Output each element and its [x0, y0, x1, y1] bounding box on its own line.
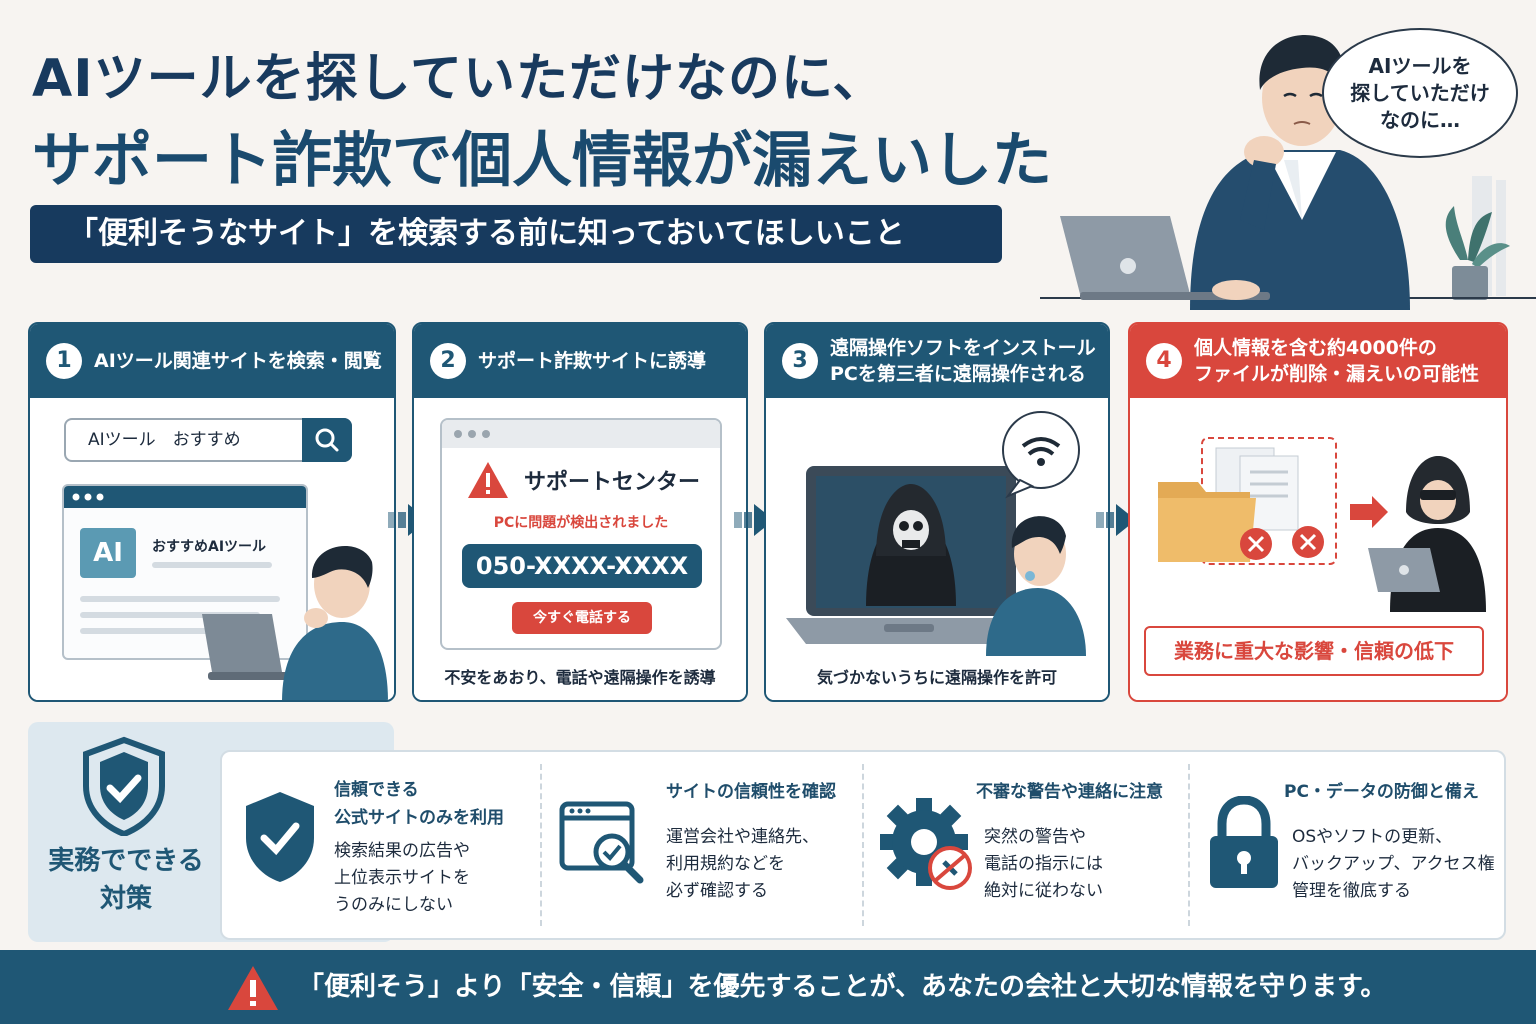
- window-dots-icon: [454, 430, 490, 438]
- measure-text: 突然の警告や 電話の指示には 絶対に従わない: [984, 827, 1103, 901]
- step-header: 1 AIツール関連サイトを検索・閲覧: [30, 324, 394, 398]
- impact-banner: 業務に重大な影響・信頼の低下: [1144, 626, 1484, 676]
- page-title-line2: サポート詐欺で個人情報が漏えいした: [32, 126, 1052, 196]
- measure-title: PC・データの防御と備え: [1284, 782, 1479, 802]
- data-theft-illustration: [1158, 437, 1486, 612]
- measure-title: サイトの信頼性を確認: [666, 782, 836, 802]
- step-number: 3: [782, 343, 818, 379]
- shield-check-icon: [83, 736, 165, 836]
- step-number: 2: [430, 343, 466, 379]
- footer-message: 「便利そう」より「安全・信頼」を優先することが、あなたの会社と大切な情報を守りま…: [298, 972, 1387, 1002]
- worried-businessman-illustration: [1040, 34, 1536, 310]
- measure-title: 不審な警告や連絡に注意: [976, 782, 1163, 802]
- ai-tool-label: おすすめAIツール: [152, 539, 267, 555]
- popup-warning-text: PCに問題が検出されました: [493, 515, 669, 531]
- measure-item-official-sites: 信頼できる 公式サイトのみを利用 検索結果の広告や 上位表示サイトを うのみにし…: [222, 752, 540, 938]
- search-button[interactable]: [302, 418, 352, 462]
- warning-icon: [228, 966, 278, 1010]
- step-title: 個人情報を含む約4000件の ファイルが削除・漏えいの可能性: [1194, 337, 1480, 385]
- arrow-right-icon: [1096, 504, 1136, 536]
- popup-titlebar: [442, 420, 720, 448]
- measure-text: OSやソフトの更新、 バックアップ、アクセス権 管理を徹底する: [1292, 827, 1495, 901]
- ai-tool-tile: AI: [80, 528, 136, 578]
- call-now-button[interactable]: 今すぐ電話する: [512, 602, 652, 634]
- hacked-laptop-illustration: [786, 411, 1086, 656]
- popup-title: サポートセンター: [524, 470, 701, 495]
- step-card-1: 1 AIツール関連サイトを検索・閲覧 AIツール おすすめ AI おすすめAIツ…: [28, 322, 396, 702]
- measure-item-pc-protection: PC・データの防御と備え OSやソフトの更新、 バックアップ、アクセス権 管理を…: [1190, 752, 1504, 938]
- step-number: 1: [46, 343, 82, 379]
- step-title: サポート詐欺サイトに誘導: [478, 350, 707, 372]
- measure-title: 信頼できる 公式サイトのみを利用: [334, 780, 504, 828]
- step-title: AIツール関連サイトを検索・閲覧: [94, 350, 382, 372]
- padlock-icon: [1210, 796, 1278, 888]
- browser-titlebar: [64, 486, 306, 508]
- step-header: 2 サポート詐欺サイトに誘導: [414, 324, 746, 398]
- warning-icon: [468, 462, 508, 498]
- thought-bubble: AIツールを 探していただけ なのに…: [1322, 28, 1518, 158]
- measures-panel: 信頼できる 公式サイトのみを利用 検索結果の広告や 上位表示サイトを うのみにし…: [220, 750, 1506, 940]
- shield-check-icon: [246, 792, 314, 882]
- divider: [540, 764, 542, 926]
- divider: [862, 764, 864, 926]
- measure-item-suspicious-warnings: 不審な警告や連絡に注意 突然の警告や 電話の指示には 絶対に従わない: [864, 752, 1186, 938]
- gear-warning-icon: [880, 798, 972, 890]
- step-card-3: 3 遠隔操作ソフトをインストール PCを第三者に遠隔操作される 気づかないうちに…: [764, 322, 1110, 702]
- step-header: 4 個人情報を含む約4000件の ファイルが削除・漏えいの可能性: [1130, 324, 1506, 398]
- page-subtitle: 「便利そうなサイト」を検索する前に知っておいてほしいこと: [30, 205, 1002, 263]
- step-title: 遠隔操作ソフトをインストール PCを第三者に遠隔操作される: [830, 337, 1096, 385]
- page-title-line1: AIツールを探していただけなのに、: [32, 49, 886, 109]
- scam-phone-number: 050-XXXX-XXXX: [462, 544, 702, 588]
- footer-banner: 「便利そう」より「安全・信頼」を優先することが、あなたの会社と大切な情報を守りま…: [0, 950, 1536, 1024]
- person-at-laptop-illustration: [202, 546, 388, 700]
- scam-popup-window: サポートセンター PCに問題が検出されました 050-XXXX-XXXX 今すぐ…: [440, 418, 722, 650]
- step-card-4: 4 個人情報を含む約4000件の ファイルが削除・漏えいの可能性 業務に重大な影…: [1128, 322, 1508, 702]
- divider: [1188, 764, 1190, 926]
- browser-search-icon: [559, 801, 644, 884]
- search-icon: [315, 428, 339, 452]
- step-caption: 不安をあおり、電話や遠隔操作を誘導: [444, 668, 716, 687]
- step-card-2: 2 サポート詐欺サイトに誘導 サポートセンター PCに問題が検出されました 05…: [412, 322, 748, 702]
- measures-label: 実務でできる 対策: [48, 846, 204, 914]
- measure-text: 運営会社や連絡先、 利用規約などを 必ず確認する: [666, 827, 819, 901]
- measure-item-site-reliability: サイトの信頼性を確認 運営会社や連絡先、 利用規約などを 必ず確認する: [542, 752, 862, 938]
- step-number: 4: [1146, 343, 1182, 379]
- step-header: 3 遠隔操作ソフトをインストール PCを第三者に遠隔操作される: [766, 324, 1108, 398]
- measure-text: 検索結果の広告や 上位表示サイトを うのみにしない: [334, 841, 470, 915]
- window-dots-icon: [72, 493, 104, 501]
- step-caption: 気づかないうちに遠隔操作を許可: [816, 668, 1057, 687]
